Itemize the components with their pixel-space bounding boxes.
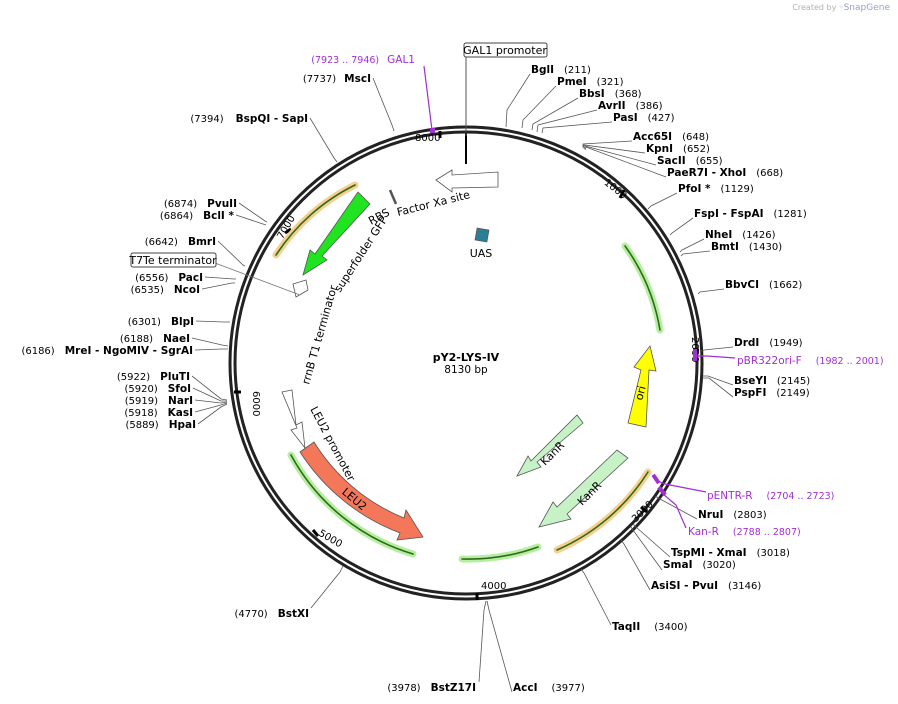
position-ticks — [234, 131, 699, 600]
feature-factor-xa-label: Factor Xa site — [396, 188, 472, 219]
feature-rrnb-label: rrnB T1 terminator — [299, 283, 340, 385]
feature-kanr-1: KanR — [516, 414, 584, 477]
site-taqii: TaqII(3400) — [612, 621, 688, 633]
site-sfoi: (5920)SfoI — [124, 383, 191, 395]
site-sacii: SacII(655) — [657, 155, 723, 167]
site-avrii: AvrII(386) — [598, 100, 663, 112]
site-nrui: NruI(2803) — [698, 509, 767, 521]
snapgene-credit: Created by ◦SnapGene — [792, 3, 890, 13]
site-bgli: BglI(211) — [531, 64, 591, 76]
feature-ori-label: ori — [632, 384, 648, 401]
site-bstz17i: (3978)BstZ17I — [387, 682, 476, 694]
primer-kan-r: Kan-R(2788 .. 2807) — [688, 526, 801, 538]
site-bcli: (6864)BclI * — [160, 210, 235, 222]
site-paer7i-xhoi: PaeR7I - XhoI(668) — [667, 167, 783, 179]
feature-gal1-promoter: GAL1 promoter — [463, 42, 548, 136]
plasmid-size: 8130 bp — [444, 364, 488, 376]
restriction-sites-right: BglI(211) PmeI(321) BbsI(368) AvrII(386)… — [486, 64, 810, 694]
site-pvuii: (6874)PvuII — [164, 198, 237, 210]
site-mrei-ngomiv-sgrai: (6186)MreI - NgoMIV - SgrAI — [21, 345, 193, 357]
tick-8000: 8000 — [415, 133, 440, 144]
site-pfoi: PfoI *(1129) — [678, 183, 754, 195]
feature-rbs: RBS — [366, 189, 398, 228]
site-bseyi: BseYI(2145) — [734, 375, 810, 387]
site-leaders-left — [191, 77, 487, 683]
feature-kanr-1-label: KanR — [538, 439, 568, 469]
site-bbvci: BbvCI(1662) — [725, 279, 802, 291]
tick-4000: 4000 — [481, 581, 506, 592]
feature-ori: ori — [627, 345, 657, 428]
feature-rrnb-terminator: rrnB T1 terminator — [292, 279, 340, 386]
site-kasi: (5918)KasI — [124, 407, 193, 419]
selection-arcs — [272, 181, 664, 563]
snapgene-logo-icon: ◦ — [838, 3, 844, 12]
site-bbsi: BbsI(368) — [579, 88, 642, 100]
site-hpai: (5889)HpaI — [125, 419, 196, 431]
site-nhei: NheI(1426) — [705, 229, 776, 241]
site-msci: (7737)MscI — [303, 73, 371, 85]
site-naei: (6188)NaeI — [120, 333, 190, 345]
feature-factor-xa: Factor Xa site — [396, 169, 499, 219]
site-pasi: PasI(427) — [613, 112, 675, 124]
tick-6000: 6000 — [250, 391, 261, 416]
site-tspmi-xmai: TspMI - XmaI(3018) — [671, 547, 790, 559]
site-bmti: BmtI(1430) — [711, 241, 782, 253]
primer-pentr-r: pENTR-R(2704 .. 2723) — [707, 490, 834, 502]
plasmid-name: pY2-LYS-IV — [433, 351, 500, 364]
primers: pBR322ori-F(1982 .. 2001) pENTR-R(2704 .… — [311, 54, 883, 538]
site-asisi-pvui: AsiSI - PvuI(3146) — [651, 580, 761, 592]
site-smai: SmaI(3020) — [663, 559, 736, 571]
site-acci: AccI(3977) — [513, 682, 585, 694]
primer-pbr322ori-f: pBR322ori-F(1982 .. 2001) — [737, 355, 884, 367]
restriction-sites-left: (3978)BstZ17I (4770)BstXI (5889)HpaI (59… — [21, 73, 487, 694]
site-pspfi: PspFI(2149) — [734, 387, 810, 399]
credit-brand: SnapGene — [843, 3, 890, 13]
site-paci: (6556)PacI — [135, 272, 203, 284]
feature-t7te-terminator: T7Te terminator — [128, 252, 301, 296]
feature-uas-label: UAS — [470, 247, 493, 260]
feature-gal1-label: GAL1 promoter — [463, 44, 547, 57]
site-kpni: KpnI(652) — [646, 143, 710, 155]
site-pmei: PmeI(321) — [557, 76, 624, 88]
primer-gal1: (7923 .. 7946)GAL1 — [311, 54, 415, 66]
feature-uas: UAS — [470, 227, 493, 260]
site-leaders-right — [486, 73, 734, 693]
site-acc65i: Acc65I(648) — [633, 131, 709, 143]
site-bmri: (6642)BmrI — [145, 236, 216, 248]
site-pluti: (5922)PluTI — [117, 371, 190, 383]
site-ncoi: (6535)NcoI — [131, 284, 200, 296]
site-bspqi-sapi: (7394)BspQI - SapI — [190, 113, 308, 125]
site-nari: (5919)NarI — [125, 395, 193, 407]
site-fspi-fspai: FspI - FspAI(1281) — [694, 208, 807, 220]
site-drdi: DrdI(1949) — [734, 337, 803, 349]
primer-marks — [430, 128, 697, 497]
site-bstxi: (4770)BstXI — [234, 608, 309, 620]
credit-prefix: Created by — [792, 3, 837, 12]
feature-t7te-label: T7Te terminator — [128, 254, 217, 267]
site-blpi: (6301)BlpI — [128, 316, 194, 328]
